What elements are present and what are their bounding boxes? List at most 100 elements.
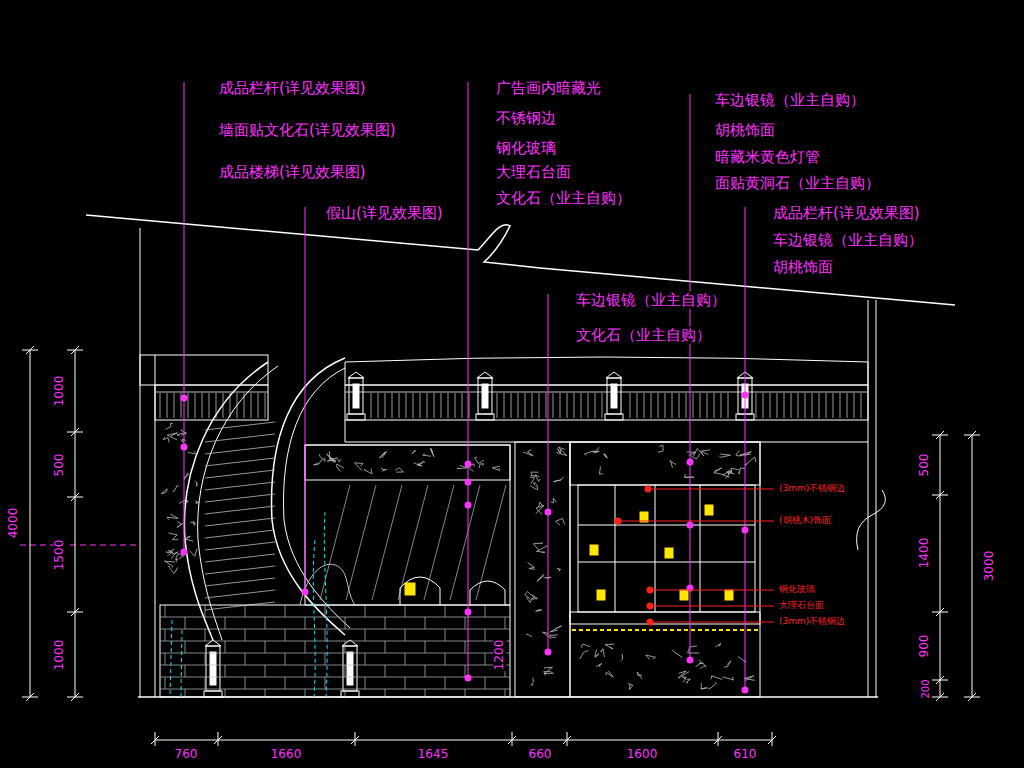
baluster — [195, 393, 196, 418]
stair-tread — [205, 530, 275, 538]
display-item — [725, 590, 733, 600]
brick-joint — [485, 605, 486, 617]
baluster — [854, 393, 855, 418]
stone-texture — [381, 468, 387, 471]
stone-texture — [691, 454, 700, 459]
stair-tread — [205, 518, 275, 526]
leader-dot — [302, 589, 309, 596]
stone-texture — [188, 451, 196, 454]
brick-joint — [245, 605, 246, 617]
brick-joint — [185, 689, 186, 697]
shelf — [578, 525, 755, 526]
baluster — [265, 393, 266, 418]
baluster — [686, 393, 687, 418]
stone-texture — [530, 475, 536, 483]
baluster — [385, 393, 386, 418]
stone-texture — [711, 676, 722, 680]
baluster — [392, 393, 393, 418]
callout-label: 广告画内暗藏光 — [495, 80, 602, 97]
stone-texture — [418, 461, 425, 465]
stone-header — [570, 442, 760, 485]
baluster — [497, 393, 498, 418]
stone-texture — [314, 459, 323, 465]
stair-arc — [184, 362, 268, 640]
brick-joint — [205, 605, 206, 617]
baluster — [819, 393, 820, 418]
dimension-ext — [567, 732, 568, 746]
brick-course — [160, 653, 510, 654]
dimension-text: 900 — [918, 634, 931, 659]
dimension-text: 610 — [733, 748, 758, 761]
brick-joint — [385, 665, 386, 677]
callout-label: 不锈钢边 — [495, 110, 557, 127]
dimension-ext — [932, 680, 948, 681]
brick-joint — [325, 605, 326, 617]
material-note: (3mm)不锈钢边 — [778, 484, 846, 494]
stone-texture — [558, 449, 561, 454]
brick-joint — [445, 605, 446, 617]
brick-joint — [285, 677, 286, 689]
display-item — [680, 590, 688, 600]
stone-texture — [195, 481, 197, 486]
baluster — [630, 393, 631, 418]
baluster — [847, 393, 848, 418]
mirror-frame — [578, 485, 755, 612]
brick-joint — [485, 677, 486, 689]
brick-joint — [505, 689, 506, 697]
stone-texture — [738, 656, 745, 662]
callout-label: 暗藏米黄色灯管 — [714, 149, 821, 166]
stone-texture — [581, 644, 590, 648]
baluster — [602, 393, 603, 418]
stone-texture — [526, 597, 534, 602]
brick-joint — [225, 617, 226, 629]
dimension-text: 4000 — [7, 507, 20, 540]
baluster — [700, 393, 701, 418]
leader-dot — [687, 459, 694, 466]
brick-joint — [365, 677, 366, 689]
lantern-base — [605, 414, 623, 420]
baluster — [798, 393, 799, 418]
brick-joint — [165, 629, 166, 641]
brick-joint — [385, 689, 386, 697]
stone-texture — [670, 461, 676, 468]
brick-joint — [265, 689, 266, 697]
stone-texture — [164, 561, 174, 567]
stone-texture — [379, 452, 386, 459]
stone-texture — [678, 671, 689, 678]
dimension-ext — [67, 432, 83, 433]
stone-texture — [745, 457, 756, 465]
baluster — [546, 393, 547, 418]
stone-texture — [530, 484, 538, 489]
stone-texture — [535, 475, 540, 482]
baluster — [413, 393, 414, 418]
stone-texture — [354, 463, 362, 471]
brick-joint — [465, 641, 466, 653]
leader-line — [305, 207, 306, 592]
stone-texture — [536, 505, 544, 514]
baluster — [805, 393, 806, 418]
callout-label: 车边银镜（业主自购） — [714, 92, 866, 109]
dimension-text: 660 — [528, 748, 553, 761]
brick-joint — [305, 641, 306, 653]
dimension-line — [155, 740, 772, 741]
counter-trim — [572, 629, 758, 631]
baluster — [791, 393, 792, 418]
baluster — [455, 393, 456, 418]
dimension-ext — [218, 732, 219, 746]
material-note: 大理石台面 — [778, 601, 825, 611]
baluster — [777, 393, 778, 418]
stone-texture — [525, 592, 531, 599]
lantern-cap — [348, 372, 364, 378]
baluster — [504, 393, 505, 418]
brick-joint — [425, 689, 426, 697]
baluster — [861, 393, 862, 418]
balustrade — [155, 385, 268, 420]
callout-label: 面贴黄洞石（业主自购） — [714, 175, 881, 192]
red-leader-dot — [647, 619, 654, 626]
dimension-text: 1645 — [417, 748, 450, 761]
baluster — [202, 393, 203, 418]
ornament — [405, 583, 415, 595]
frame-post — [615, 485, 616, 612]
glass-panel — [305, 445, 510, 605]
